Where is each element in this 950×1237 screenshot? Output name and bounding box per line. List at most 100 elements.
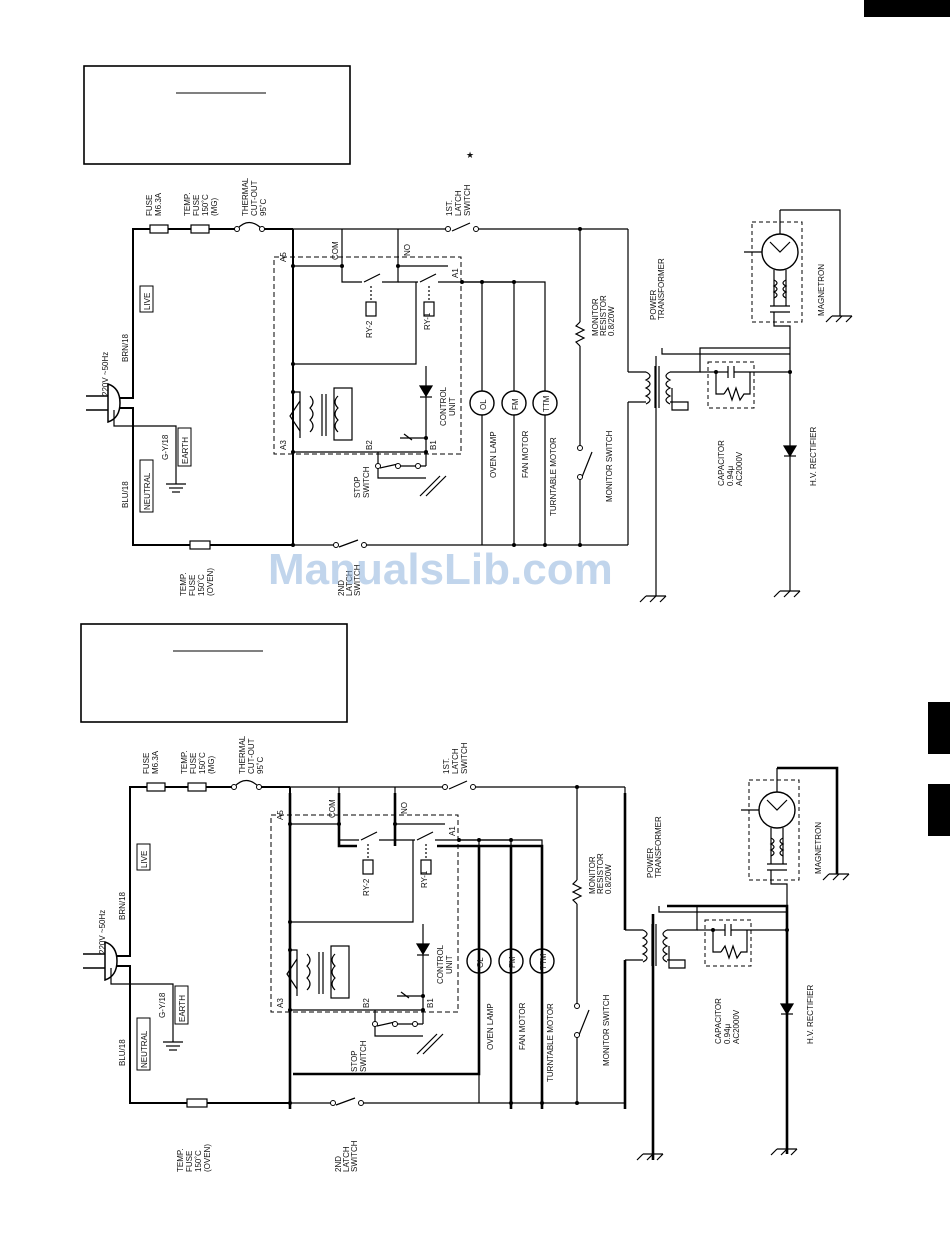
monitor-resistor-1: MONITOR [591,298,600,336]
power-transformer-2: TRANSFORMER [657,258,666,320]
fan-motor-label: FAN MOTOR [521,430,530,478]
neutral-label: NEUTRAL [140,1030,149,1068]
terminal-b1: B1 [426,998,435,1008]
temp-fuse-oven-4: (OVEN) [206,568,215,596]
monitor-resistor-2: RESISTOR [599,295,608,336]
stop-switch-1: STOP [353,476,362,498]
page-tab-top [864,0,950,17]
oven-lamp-label: OVEN LAMP [489,431,498,478]
temp-fuse-mg-1: TEMP. [180,751,189,774]
first-latch-3: SWITCH [463,184,472,216]
stop-switch-2: SWITCH [362,466,371,498]
fan-motor-label: FAN MOTOR [518,1002,527,1050]
monitor-resistor-2: RESISTOR [596,853,605,894]
stop-switch-2: SWITCH [359,1040,368,1072]
blu-label: BLU/18 [121,481,130,508]
relay-com: COM [331,241,340,260]
thermal-cutout-2: CUT-OUT [250,180,259,216]
schematic-door-open: 220V ~50Hz BRN/18 LIVE BLU/18 NEUTRAL G-… [83,65,853,603]
turntable-motor-label: TURNTABLE MOTOR [546,1003,555,1082]
control-unit-2: UNIT [448,397,457,416]
live-label: LIVE [143,293,152,310]
gy-label: G-Y/18 [161,434,170,460]
temp-fuse-oven-1: TEMP. [179,573,188,596]
temp-fuse-oven-4: (OVEN) [203,1144,212,1172]
monitor-switch-label: MONITOR SWITCH [605,430,614,502]
relay-ry2: RY-2 [365,320,374,338]
bottom-labels: 220V ~50Hz BRN/18 LIVE BLU/18 NEUTRAL G-… [98,735,823,1172]
supply-label: 220V ~50Hz [98,910,107,954]
live-label: LIVE [140,851,149,868]
monitor-switch-label: MONITOR SWITCH [602,994,611,1066]
relay-ry1: RY-1 [423,312,432,330]
terminal-b2: B2 [365,440,374,450]
fan-motor-symbol: FM [511,398,520,410]
first-latch-1: 1ST. [442,758,451,774]
control-unit-1: CONTROL [439,386,448,426]
power-transformer-2: TRANSFORMER [654,816,663,878]
control-unit-1: CONTROL [436,944,445,984]
capacitor-2: 0.94μ [726,465,735,486]
watermark: ManualsLib.com [268,545,613,594]
oven-lamp-label: OVEN LAMP [486,1003,495,1050]
terminal-a5: A5 [279,252,288,262]
first-latch-1: 1ST. [445,200,454,216]
terminal-a3: A3 [279,440,288,450]
second-latch-2: LATCH [342,1146,351,1172]
power-transformer-1: POWER [649,290,658,320]
monitor-resistor-3: 0.8/20W [607,306,616,336]
temp-fuse-oven-3: 150˚C [197,574,206,596]
relay-no: NO [403,244,412,256]
earth-label: EARTH [181,437,190,464]
capacitor-3: AC2000V [735,451,744,486]
capacitor-3: AC2000V [732,1009,741,1044]
temp-fuse-mg-1: TEMP. [183,193,192,216]
power-transformer-1: POWER [646,848,655,878]
temp-fuse-mg-2: FUSE [192,195,201,216]
monitor-resistor-1: MONITOR [588,856,597,894]
temp-fuse-oven-2: FUSE [185,1151,194,1172]
first-latch-2: LATCH [454,190,463,216]
temp-fuse-mg-2: FUSE [189,753,198,774]
supply-label: 220V ~50Hz [101,352,110,396]
terminal-a5: A5 [276,810,285,820]
relay-ry1: RY-1 [420,870,429,888]
gy-label: G-Y/18 [158,992,167,1018]
relay-no: NO [400,802,409,814]
legend-star-top: ★ [466,150,474,160]
capacitor-2: 0.94μ [723,1023,732,1044]
temp-fuse-mg-3: 150˚C [198,752,207,774]
control-unit-2: UNIT [445,955,454,974]
temp-fuse-mg-3: 150˚C [201,194,210,216]
turntable-motor-symbol: TTM [539,953,548,970]
page-tab-lower [928,784,950,836]
relay-com: COM [328,799,337,818]
schematic-door-closed: 220V ~50Hz BRN/18 LIVE BLU/18 NEUTRAL G-… [80,623,850,1172]
brn-label: BRN/18 [118,891,127,920]
fuse-rating: M6.3A [151,750,160,774]
temp-fuse-oven-2: FUSE [188,575,197,596]
temp-fuse-mg-4: (MG) [207,755,216,774]
top-labels: 220V ~50Hz BRN/18 LIVE BLU/18 NEUTRAL G-… [101,177,826,596]
hv-rectifier-label: H.V. RECTIFIER [809,427,818,486]
turntable-motor-symbol: TTM [542,395,551,412]
temp-fuse-oven-1: TEMP. [176,1149,185,1172]
magnetron-label: MAGNETRON [817,264,826,316]
blu-label: BLU/18 [118,1039,127,1066]
thermal-cutout-2: CUT-OUT [247,738,256,774]
temp-fuse-mg-4: (MG) [210,197,219,216]
monitor-resistor-3: 0.8/20W [604,864,613,894]
first-latch-2: LATCH [451,748,460,774]
terminal-a1: A1 [451,268,460,278]
second-latch-1: 2ND [337,580,346,596]
first-latch-3: SWITCH [460,742,469,774]
oven-lamp-symbol: OL [476,957,485,968]
fuse-label: FUSE [145,195,154,216]
second-latch-2: LATCH [345,570,354,596]
fuse-rating: M6.3A [154,192,163,216]
capacitor-1: CAPACITOR [717,440,726,486]
neutral-label: NEUTRAL [143,472,152,510]
thermal-cutout-3: 95˚C [259,198,268,216]
fan-motor-symbol: FM [508,956,517,968]
fuse-label: FUSE [142,753,151,774]
